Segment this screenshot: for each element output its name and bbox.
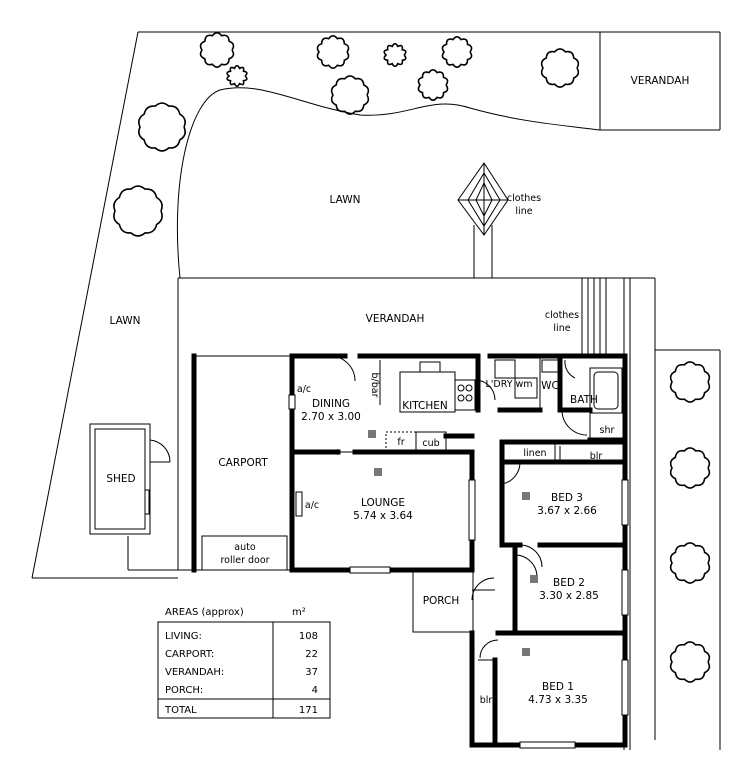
label-clothes-line-1a: clothes — [507, 193, 541, 204]
tree-icon — [330, 75, 370, 115]
areas-row-value: 22 — [305, 649, 318, 660]
areas-row-label: LIVING: — [165, 631, 202, 642]
label-bed1-size: 4.73 x 3.35 — [528, 694, 588, 706]
label-dining: DINING — [312, 398, 350, 410]
label-blr-bed1: blr — [480, 695, 493, 706]
areas-row-label: PORCH: — [165, 685, 203, 696]
label-shed: SHED — [106, 473, 135, 485]
tree-icon — [138, 102, 186, 152]
label-verandah: VERANDAH — [366, 313, 425, 325]
label-ac-lounge: a/c — [305, 500, 319, 511]
house-walls — [191, 353, 629, 749]
tree-icon — [417, 69, 449, 101]
shed — [89, 423, 171, 535]
areas-row-value: 4 — [312, 685, 318, 696]
tree-icon — [669, 361, 711, 403]
label-linen: linen — [523, 448, 546, 459]
label-bath: BATH — [570, 394, 598, 406]
label-clothes-line-2b: line — [553, 323, 570, 334]
areas-row-label: VERANDAH: — [165, 667, 224, 678]
tree-icon — [316, 35, 350, 69]
areas-total-label: TOTAL — [164, 705, 197, 716]
label-bed2-size: 3.30 x 2.85 — [539, 590, 599, 602]
areas-row-value: 37 — [305, 667, 318, 678]
label-ldry: L'DRY — [485, 379, 512, 390]
label-lawn-left: LAWN — [110, 315, 141, 327]
label-bbar: b/bar — [369, 373, 380, 398]
label-blr-hall: blr — [590, 451, 603, 462]
tree-icon — [669, 447, 711, 489]
label-wm: wm — [515, 379, 532, 390]
tree-icon — [226, 64, 248, 88]
tree-icon — [199, 32, 235, 68]
label-fr: fr — [397, 437, 404, 448]
clothes-line-symbol — [457, 162, 509, 236]
label-cub: cub — [422, 438, 439, 449]
label-auto-roller-1: auto — [234, 542, 256, 553]
label-shr: shr — [600, 425, 615, 436]
label-porch: PORCH — [423, 595, 460, 607]
areas-unit: m² — [292, 607, 306, 618]
areas-title: AREAS (approx) — [165, 607, 244, 618]
label-clothes-line-2a: clothes — [545, 310, 579, 321]
areas-total-value: 171 — [299, 705, 318, 716]
label-verandah-top: VERANDAH — [631, 75, 690, 87]
label-bed3-size: 3.67 x 2.66 — [537, 505, 597, 517]
tree-icon — [540, 48, 580, 88]
label-lawn-top: LAWN — [330, 194, 361, 206]
areas-row-label: CARPORT: — [165, 649, 214, 660]
trees — [113, 32, 711, 683]
room-labels: VERANDAH LAWN clothes line LAWN VERANDAH… — [106, 75, 689, 706]
tree-icon — [669, 542, 711, 584]
label-clothes-line-1b: line — [515, 206, 532, 217]
tree-icon — [441, 36, 473, 68]
areas-row-value: 108 — [299, 631, 318, 642]
label-auto-roller-2: roller door — [220, 555, 269, 566]
label-carport: CARPORT — [218, 457, 268, 469]
label-lounge-size: 5.74 x 3.64 — [353, 510, 413, 522]
label-ac-dining: a/c — [297, 384, 311, 395]
label-bed3: BED 3 — [551, 492, 583, 504]
areas-table: AREAS (approx) m² LIVING: 108 CARPORT: 2… — [157, 607, 331, 719]
tree-icon — [383, 42, 407, 68]
label-lounge: LOUNGE — [361, 497, 405, 509]
label-bed1: BED 1 — [542, 681, 574, 693]
tree-icon — [113, 185, 163, 237]
tree-icon — [669, 641, 711, 683]
label-kitchen: KITCHEN — [402, 400, 448, 412]
label-wc: WC — [541, 380, 559, 392]
label-dining-size: 2.70 x 3.00 — [301, 411, 361, 423]
label-bed2: BED 2 — [553, 577, 585, 589]
